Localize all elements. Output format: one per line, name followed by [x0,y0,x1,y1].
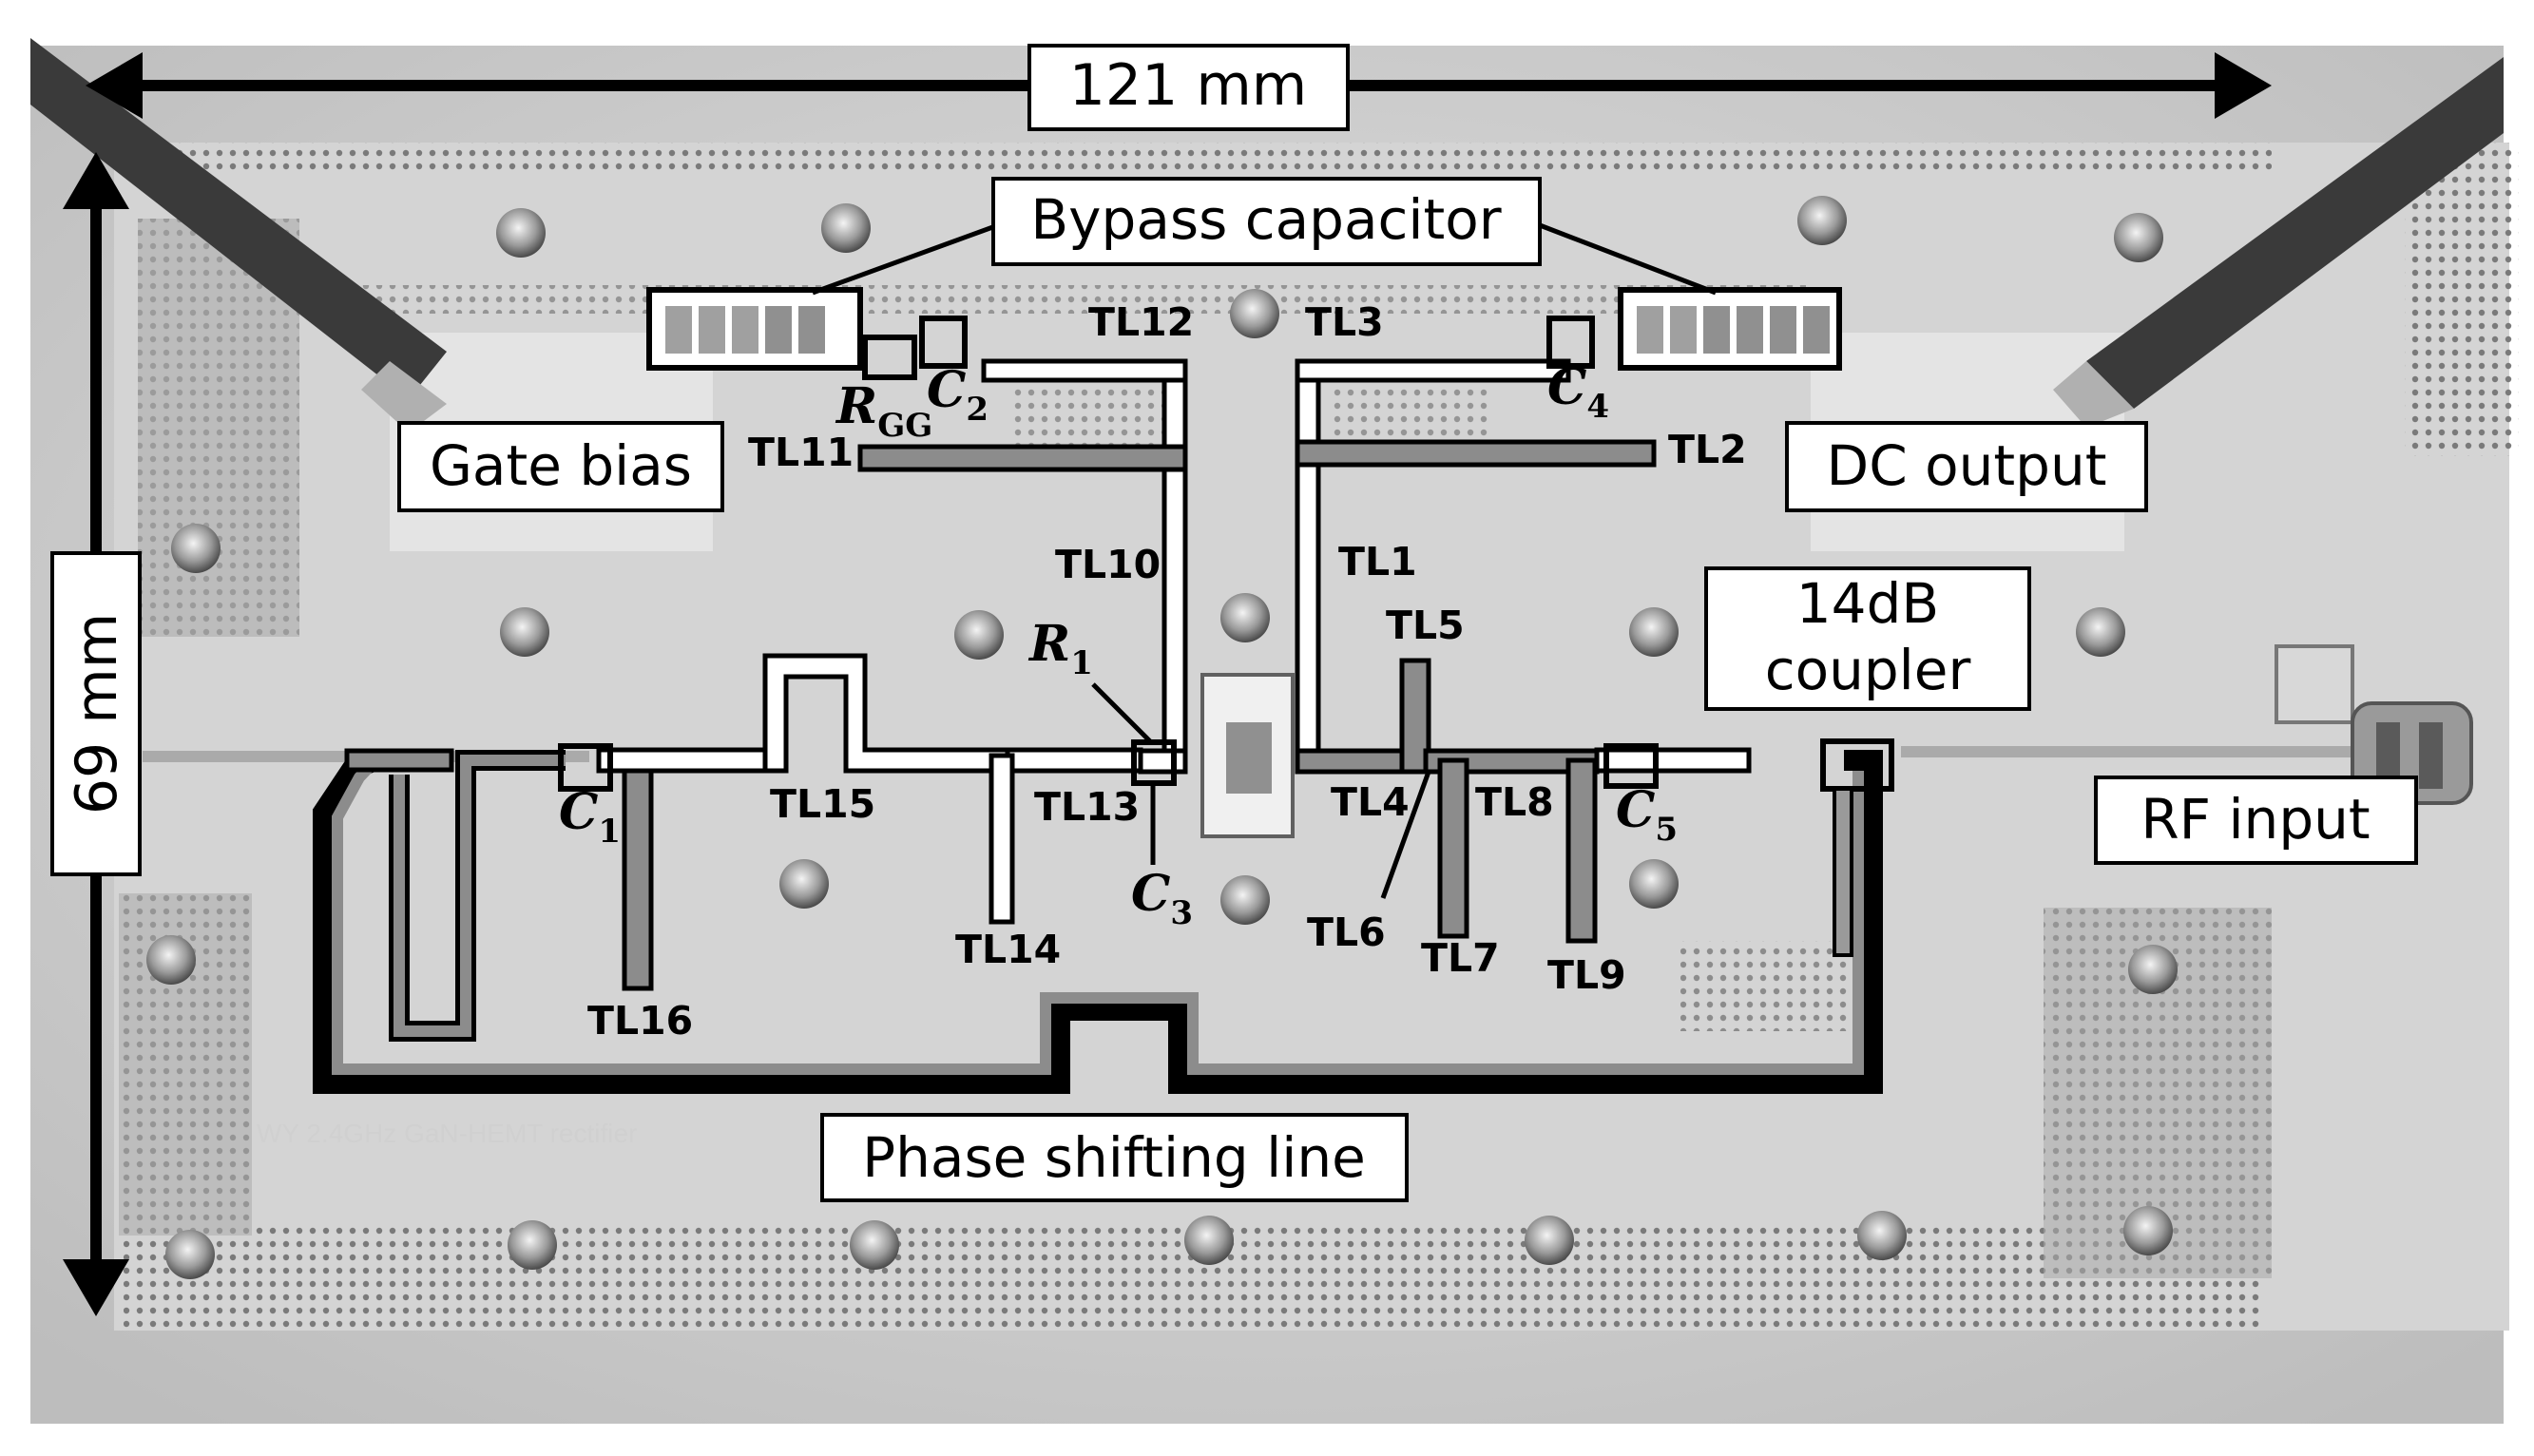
dc-output-cable [2053,57,2504,428]
width-dimension-label: 121 mm [1069,52,1308,119]
rf-input-label: RF input [2140,787,2370,852]
dc-output-callout: DC output [1785,421,2148,512]
c3-label: C3 [1131,865,1193,932]
phase-shifting-line [313,750,1883,1094]
tl11-line [857,444,1188,472]
dc-output-label: DC output [1827,433,2107,498]
tl2-label: TL2 [1668,427,1747,472]
tl6-label: TL6 [1307,910,1386,955]
tl8-label: TL8 [1475,779,1554,825]
c5-capacitor-box [1603,743,1659,789]
tl12-label: TL12 [1088,299,1194,345]
c2-capacitor-box [919,316,968,369]
tl10-line [1161,358,1188,763]
mounting-screws [146,196,2178,1279]
coupler-label-line2: coupler [1765,638,1971,702]
tl9-label: TL9 [1547,952,1626,998]
tl3-line [1295,358,1571,383]
height-dimension-label: 69 mm [64,613,130,814]
tl7-label: TL7 [1421,935,1500,981]
tl14-stub [989,753,1015,925]
tl16-label: TL16 [587,998,693,1044]
tl-network-gate [857,358,1188,775]
r1-resistor-box [1131,739,1177,786]
c4-label: C4 [1547,358,1609,426]
rgg-label: RGG [835,377,932,445]
tl4-line [1295,748,1414,775]
bypass-capacitor-left [646,287,863,371]
tl13-label: TL13 [1034,784,1140,830]
tl5-label: TL5 [1386,603,1465,648]
ground-via-array-top-right [2405,143,2519,456]
tl3-label: TL3 [1305,299,1384,345]
tl11-label: TL11 [748,430,854,475]
c4-capacitor-box [1546,316,1595,369]
c1-capacitor-box [558,743,613,792]
board-silkscreen-text: WY 2.4GHz GaN-HEMT rectifier [257,1119,637,1148]
tl14-label: TL14 [955,927,1061,972]
bypass-capacitor-label: Bypass capacitor [1030,187,1501,252]
bypass-capacitor-callout: Bypass capacitor [991,177,1542,266]
c5-label: C5 [1616,781,1678,849]
tl1-label: TL1 [1338,539,1417,584]
rf-input-callout: RF input [2094,776,2418,865]
bypass-capacitor-right [1618,287,1842,371]
width-dimension: 121 mm [86,44,2272,131]
ground-via-array-top [152,143,2272,171]
phase-shifting-line-label: Phase shifting line [862,1125,1366,1190]
gate-bias-cable [30,38,447,432]
bypass-leader-left [812,222,999,296]
tl7-stub [1437,757,1469,939]
tl6-leader [1380,771,1431,899]
height-dimension: 69 mm [50,152,142,1316]
tl12-line [981,358,1188,383]
tl16-stub [622,751,654,991]
rgg-resistor-box [862,335,917,380]
c2-label: C2 [927,361,989,429]
gate-bias-label: Gate bias [430,433,692,498]
coupler-box [1820,738,1894,792]
tl15-label: TL15 [770,781,875,827]
coupler-label-line1: 14dB [1796,571,1939,636]
r1-label: R1 [1027,615,1093,682]
bypass-leader-right [1539,222,1717,296]
tl2-line [1295,439,1657,468]
tl10-label: TL10 [1055,542,1161,587]
c1-label: C1 [559,783,621,851]
tl-network-right [1295,658,1752,944]
gate-bias-callout: Gate bias [397,421,724,512]
tl9-stub [1565,757,1598,944]
tl4-label: TL4 [1331,779,1410,825]
phase-shifting-line-callout: Phase shifting line [820,1113,1409,1202]
tl1-line [1295,358,1321,763]
coupler-callout: 14dB coupler [1704,566,2031,711]
r1-leader [1091,682,1152,743]
tl-network-drain [1295,358,1657,763]
tl-network-left [344,653,1143,991]
